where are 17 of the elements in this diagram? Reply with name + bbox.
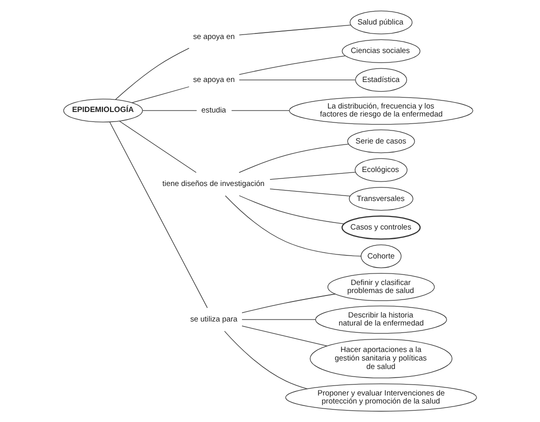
connector <box>270 188 350 196</box>
connector <box>225 195 362 257</box>
connector <box>224 330 308 390</box>
connector <box>238 195 344 224</box>
connector <box>242 326 328 346</box>
connector <box>238 56 346 75</box>
connector <box>132 86 190 104</box>
connector <box>238 144 350 173</box>
connector <box>119 120 196 173</box>
connector <box>242 319 316 320</box>
connector <box>109 122 208 308</box>
connector <box>115 48 190 100</box>
connector <box>238 24 351 36</box>
connector <box>242 294 336 314</box>
connector <box>231 110 290 111</box>
connector <box>270 172 356 180</box>
connector <box>142 110 197 111</box>
